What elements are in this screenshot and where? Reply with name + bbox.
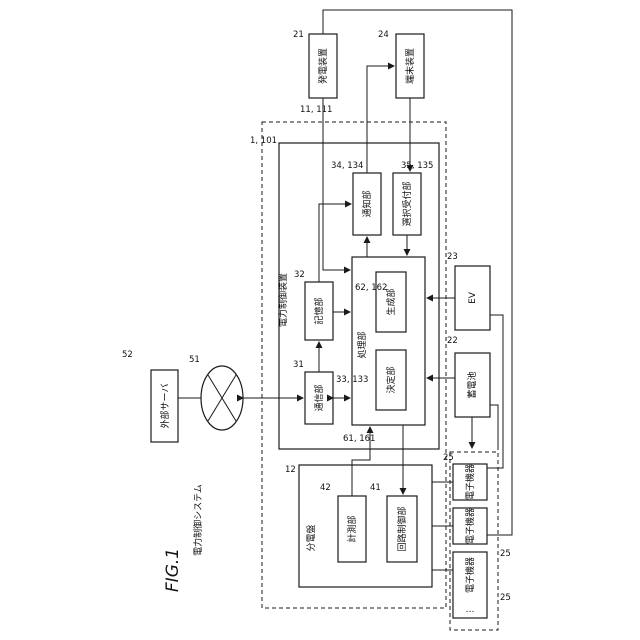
generator-label: 発電装置 — [317, 48, 329, 84]
ref-processing-b: 61, 161 — [343, 434, 375, 444]
ref-battery: 22 — [447, 336, 458, 346]
ref-ev: 23 — [447, 252, 458, 262]
ref-storage: 32 — [294, 270, 305, 280]
electronic-device-2-label: 電子機器 — [464, 508, 476, 544]
ref-measurement: 42 — [320, 483, 331, 493]
processing-label: 処理部 — [356, 331, 368, 358]
ref-server: 52 — [122, 350, 133, 360]
ref-electronic-device-2: 25 — [500, 549, 511, 559]
ref-distribution-board: 12 — [285, 465, 296, 475]
ref-electronic-device-3: 25 — [500, 593, 511, 603]
communication-label: 通信部 — [313, 384, 325, 411]
ref-system-device: 11, 111 — [300, 105, 332, 115]
ref-circuit-control: 41 — [370, 483, 381, 493]
ref-network: 51 — [189, 355, 200, 365]
selection-label: 選択受付部 — [401, 181, 413, 226]
ref-notification: 34, 134 — [331, 161, 363, 171]
decision-label: 決定部 — [385, 366, 397, 393]
power-control-system-label: 電力制御システム — [192, 484, 204, 556]
ref-generation: 62, 162 — [355, 283, 387, 293]
ref-generator: 21 — [293, 30, 304, 40]
measurement-label: 計測部 — [346, 515, 358, 542]
external-server-label: 外部サーバ — [159, 384, 171, 429]
electronic-device-1-label: 電子機器 — [464, 464, 476, 500]
more-devices-ellipsis: … — [466, 605, 475, 615]
storage-label: 記憶部 — [313, 297, 325, 324]
distribution-board-label: 分電盤 — [305, 524, 317, 551]
network-node — [201, 366, 243, 430]
power-control-device-label: 電力制御装置 — [277, 273, 289, 327]
figure-title: FIG.1 — [163, 548, 183, 592]
battery-label: 蓄電池 — [466, 371, 478, 398]
ref-terminal: 24 — [378, 30, 389, 40]
ref-selection: 35, 135 — [401, 161, 433, 171]
ref-electronic-device-1: 25 — [443, 453, 454, 463]
ev-label: EV — [468, 291, 478, 304]
ref-system: 1, 101 — [250, 136, 277, 146]
terminal-label: 端末装置 — [404, 48, 416, 84]
notification-label: 通知部 — [361, 190, 373, 217]
ref-communication: 31 — [293, 360, 304, 370]
electronic-device-3-label: 電子機器 — [464, 557, 476, 593]
ref-processing-a: 33, 133 — [336, 375, 368, 385]
circuit-control-label: 回路制御部 — [396, 506, 408, 551]
